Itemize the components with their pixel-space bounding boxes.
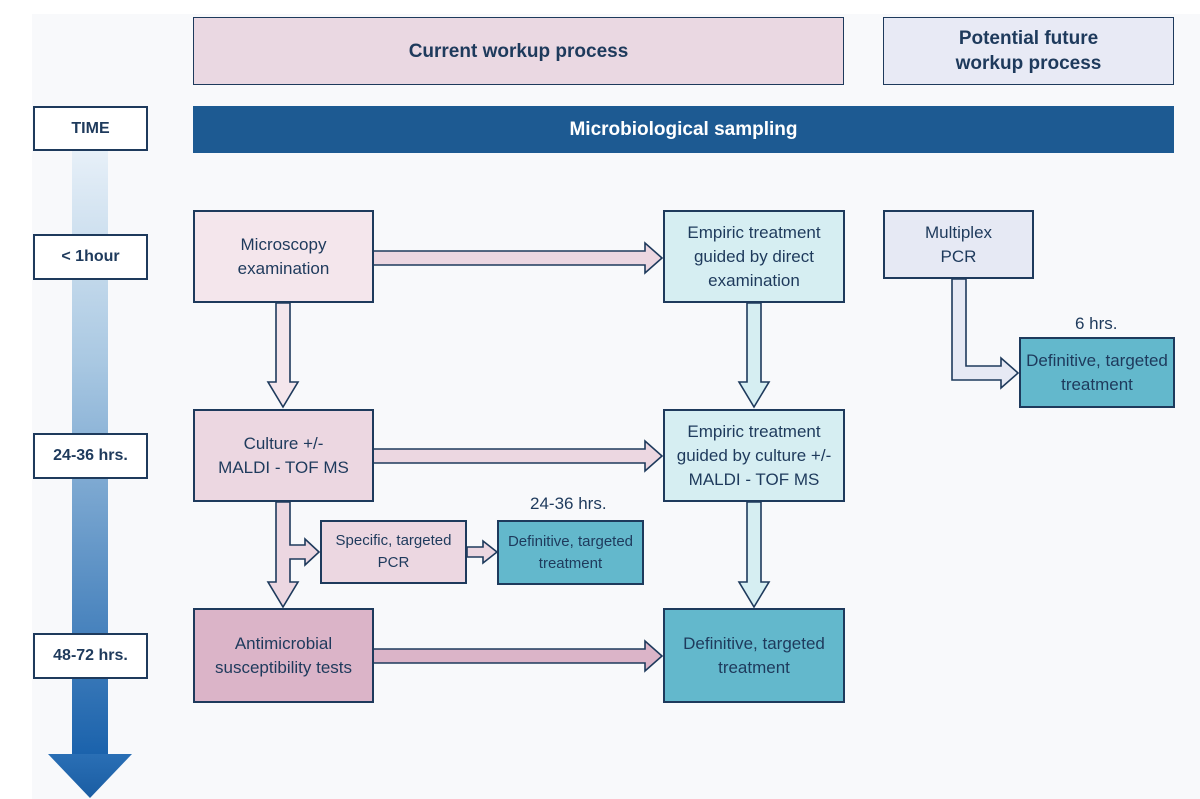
arrow-multiplex-to-definitive [951, 278, 1020, 390]
time-axis-title: TIME [33, 106, 148, 151]
time-label-48-72hrs: 48-72 hrs. [33, 633, 148, 679]
arrow-empiric-culture-to-definitive [737, 501, 771, 609]
arrow-culture-to-empiric-culture [372, 439, 664, 473]
culture-maldi-tof-box: Culture +/- MALDI - TOF MS [193, 409, 374, 502]
arrow-culture-to-ast-and-pcr [266, 501, 321, 609]
empiric-treatment-direct-box: Empiric treatment guided by direct exami… [663, 210, 845, 303]
time-label-1hour: < 1hour [33, 234, 148, 280]
multiplex-pcr-box: Multiplex PCR [883, 210, 1034, 279]
specific-targeted-pcr-box: Specific, targeted PCR [320, 520, 467, 584]
arrow-ast-to-definitive [372, 639, 664, 673]
microscopy-examination-box: Microscopy examination [193, 210, 374, 303]
arrow-microscopy-to-culture [266, 302, 300, 409]
antimicrobial-susceptibility-tests-box: Antimicrobial susceptibility tests [193, 608, 374, 703]
future-definitive-treatment-box: Definitive, targeted treatment [1019, 337, 1175, 408]
definitive-treatment-small-box: Definitive, targeted treatment [497, 520, 644, 585]
future-process-header: Potential future workup process [883, 17, 1174, 85]
future-time-label: 6 hrs. [1075, 314, 1118, 333]
microbiological-sampling-bar: Microbiological sampling [193, 106, 1174, 153]
definitive-treatment-main-box: Definitive, targeted treatment [663, 608, 845, 703]
definitive-small-time-label: 24-36 hrs. [530, 494, 607, 513]
empiric-treatment-culture-box: Empiric treatment guided by culture +/- … [663, 409, 845, 502]
time-label-24-36hrs: 24-36 hrs. [33, 433, 148, 479]
arrow-empiric-direct-to-empiric-culture [737, 302, 771, 409]
current-process-header: Current workup process [193, 17, 844, 85]
time-arrow-head [48, 754, 132, 798]
arrow-microscopy-to-empiric-direct [372, 241, 664, 275]
arrow-pcr-to-definitive-small [466, 539, 499, 565]
